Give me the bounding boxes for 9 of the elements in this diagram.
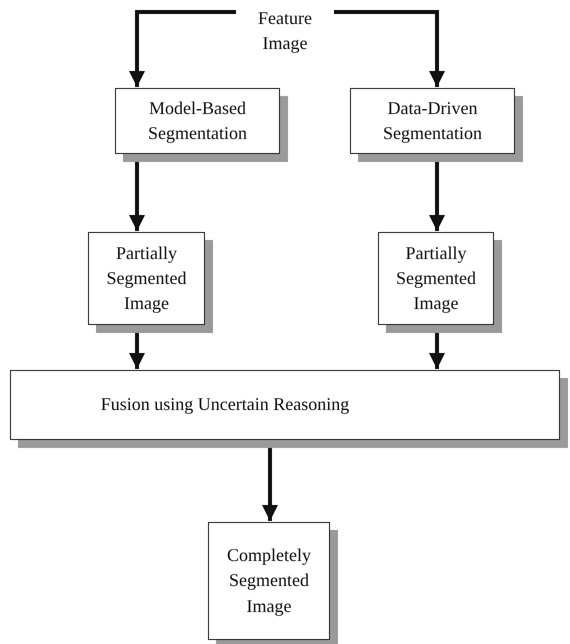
arrow (129, 10, 236, 87)
input-label: Feature Image (257, 6, 313, 55)
box-label: Partially Segmented Image (395, 242, 477, 316)
box-label: Model-Based Segmentation (147, 96, 248, 145)
box-label: Data-Driven Segmentation (382, 96, 483, 145)
arrow (334, 10, 445, 87)
box-label: Fusion using Uncertain Reasoning (100, 393, 350, 416)
box-label: Partially Segmented Image (106, 242, 188, 316)
box-label: Completely Segmented Image (226, 544, 312, 618)
